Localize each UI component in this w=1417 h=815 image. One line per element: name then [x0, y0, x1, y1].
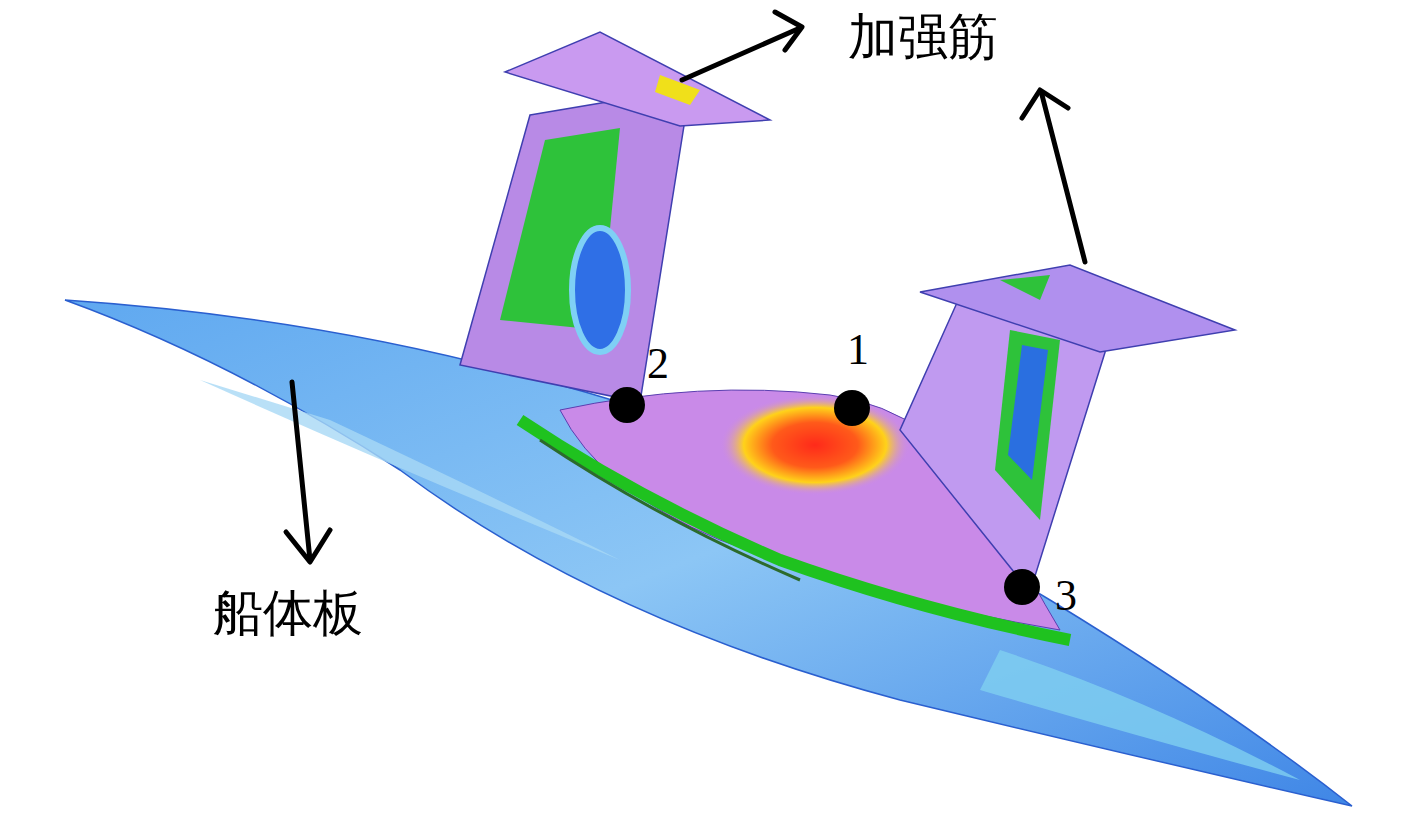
hull-plate — [65, 300, 1352, 806]
stiffener-flange — [505, 32, 770, 126]
stiffener-zone — [1000, 275, 1050, 300]
callout-number: 3 — [1055, 574, 1077, 618]
leader-arrows — [286, 12, 1085, 562]
plate-shading — [200, 380, 620, 560]
part-name: 船体板 — [213, 588, 363, 638]
callout-number: 1 — [847, 328, 869, 372]
stress-hotspot — [720, 395, 910, 495]
stiffener-zone — [655, 75, 700, 105]
part-name: 加强筋 — [848, 12, 998, 62]
stiffener-web — [460, 88, 690, 402]
callout-number: 2 — [647, 342, 669, 386]
stiffener-flange — [920, 265, 1235, 352]
stiffener-zone — [1008, 345, 1048, 480]
stiffener-zone — [995, 330, 1060, 520]
callout-dots — [609, 387, 1040, 605]
stiffener-zone — [572, 228, 628, 352]
plate-shading — [980, 650, 1300, 780]
